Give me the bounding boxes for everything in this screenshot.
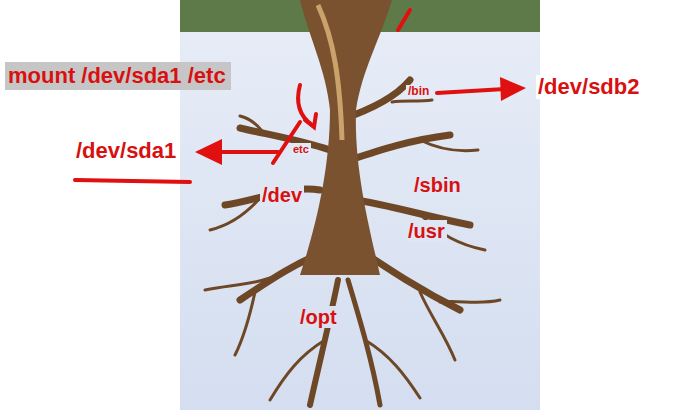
arrow-head [500, 77, 526, 101]
path-label: etc [291, 143, 311, 155]
path-label: /opt [298, 306, 339, 328]
path-label: /bin [406, 85, 431, 98]
command-box: mount /dev/sda1 /etc [5, 62, 231, 90]
path-label: /dev/sdb2 [536, 75, 641, 99]
path-label: /dev [260, 184, 304, 206]
annotations [75, 10, 505, 182]
path-label: /dev/sda1 [74, 139, 178, 163]
command-text: mount /dev/sda1 /etc [8, 64, 228, 88]
path-label: /usr [406, 220, 447, 242]
background-panel [180, 0, 540, 410]
arrow-head [195, 139, 222, 165]
trunk [300, 0, 392, 275]
trunk-highlight [318, 5, 342, 140]
path-label: /sbin [412, 174, 463, 196]
